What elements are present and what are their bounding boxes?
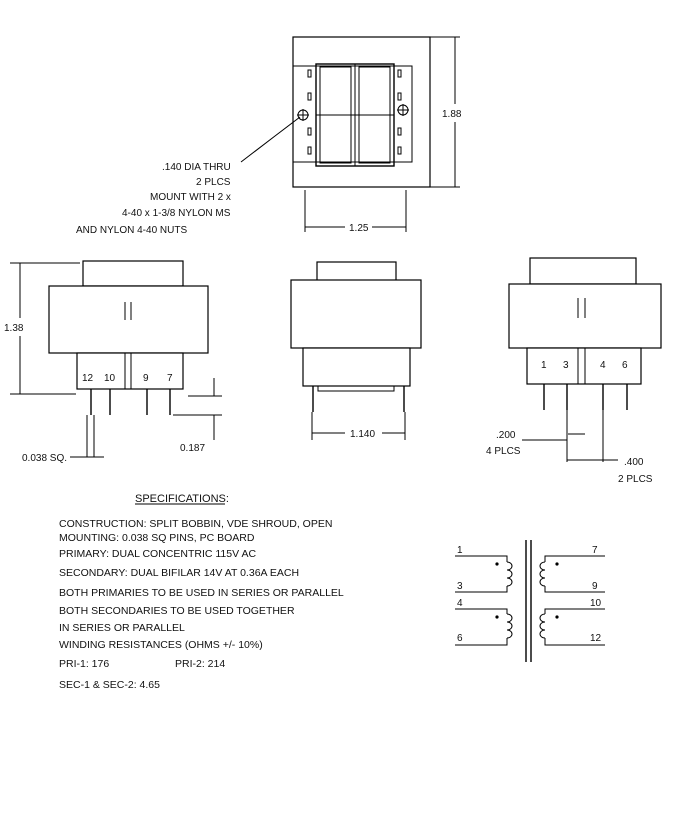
schematic-label-10: 10 bbox=[590, 598, 602, 609]
right-view-bobbin bbox=[526, 347, 642, 385]
spec-pri1: PRI-1: 176 bbox=[59, 658, 109, 670]
left-pin-label-9: 9 bbox=[143, 373, 149, 384]
pin-size-label: 0.038 SQ. bbox=[22, 453, 67, 464]
middle-view-bobbin bbox=[302, 347, 411, 387]
spacing-400-label: .400 bbox=[624, 457, 644, 468]
schematic-label-1: 1 bbox=[457, 545, 463, 556]
middle-view: 1.140 bbox=[290, 261, 422, 440]
spec-line-primaries: BOTH PRIMARIES TO BE USED IN SERIES OR P… bbox=[59, 587, 344, 599]
schematic-label-4: 4 bbox=[457, 598, 463, 609]
specifications: SPECIFICATIONS: CONSTRUCTION: SPLIT BOBB… bbox=[59, 493, 344, 691]
top-height-label: 1.88 bbox=[442, 109, 462, 120]
spec-line-primary: PRIMARY: DUAL CONCENTRIC 115V AC bbox=[59, 548, 256, 560]
top-view-outline bbox=[292, 36, 431, 188]
primary-1-coil bbox=[506, 561, 513, 587]
primary-2-coil bbox=[506, 613, 513, 639]
left-height-label: 1.38 bbox=[4, 323, 24, 334]
spec-pri2: PRI-2: 214 bbox=[175, 658, 225, 670]
left-pin-label-12: 12 bbox=[82, 373, 94, 384]
mount-note-line-1: .140 DIA THRU bbox=[162, 162, 231, 173]
schematic-label-9: 9 bbox=[592, 581, 598, 592]
pin-length-label: 0.187 bbox=[180, 443, 205, 454]
schematic-label-7: 7 bbox=[592, 545, 598, 556]
left-view-top bbox=[82, 260, 184, 287]
spacing-400-note: 2 PLCS bbox=[618, 474, 653, 485]
mount-note-line-4: 4-40 x 1-3/8 NYLON MS bbox=[122, 208, 231, 219]
top-view: 1.88 1.25 bbox=[240, 36, 462, 234]
spec-line-secondary: SECONDARY: DUAL BIFILAR 14V AT 0.36A EAC… bbox=[59, 567, 299, 579]
spacing-200-label: .200 bbox=[496, 430, 516, 441]
spacing-200-note: 4 PLCS bbox=[486, 446, 521, 457]
left-view-core bbox=[48, 285, 209, 354]
pin-spacing-label: 1.140 bbox=[350, 429, 375, 440]
secondary-2-coil bbox=[539, 613, 546, 639]
right-pin-label-6: 6 bbox=[622, 360, 628, 371]
spec-line-mounting: MOUNTING: 0.038 SQ PINS, PC BOARD bbox=[59, 532, 255, 544]
mount-note-line-3: MOUNT WITH 2 x bbox=[150, 192, 231, 203]
right-pin-label-1: 1 bbox=[541, 360, 547, 371]
mount-note: .140 DIA THRU 2 PLCS MOUNT WITH 2 x 4-40… bbox=[76, 162, 231, 236]
spec-line-secondaries: BOTH SECONDARIES TO BE USED TOGETHER bbox=[59, 605, 295, 617]
top-width-label: 1.25 bbox=[349, 223, 369, 234]
schematic-label-12: 12 bbox=[590, 633, 602, 644]
schematic-label-3: 3 bbox=[457, 581, 463, 592]
spec-sec: SEC-1 & SEC-2: 4.65 bbox=[59, 679, 160, 691]
mount-note-line-5: AND NYLON 4-40 NUTS bbox=[76, 225, 187, 236]
spec-line-resistances: WINDING RESISTANCES (OHMS +/- 10%) bbox=[59, 639, 263, 651]
right-view: 1 3 4 6 .200 4 PLCS .400 2 PLCS bbox=[486, 257, 662, 485]
right-pin-label-4: 4 bbox=[600, 360, 606, 371]
secondary-1-coil bbox=[539, 561, 546, 587]
left-view-bobbin bbox=[76, 352, 184, 390]
left-pin-label-10: 10 bbox=[104, 373, 116, 384]
right-pin-label-3: 3 bbox=[563, 360, 569, 371]
left-view: 12 10 9 7 1.38 0.187 0.038 SQ. bbox=[4, 260, 222, 464]
mount-note-line-2: 2 PLCS bbox=[196, 177, 231, 188]
spec-heading: SPECIFICATIONS: bbox=[135, 493, 229, 505]
top-view-frame bbox=[292, 65, 413, 163]
schematic-label-6: 6 bbox=[457, 633, 463, 644]
right-view-top bbox=[529, 257, 637, 285]
winding-schematic: 1 3 4 6 7 9 10 12 bbox=[455, 540, 605, 662]
spec-line-series: IN SERIES OR PARALLEL bbox=[59, 622, 185, 634]
spec-line-construction: CONSTRUCTION: SPLIT BOBBIN, VDE SHROUD, … bbox=[59, 518, 332, 530]
left-pin-label-7: 7 bbox=[167, 373, 173, 384]
middle-view-core bbox=[290, 279, 422, 349]
